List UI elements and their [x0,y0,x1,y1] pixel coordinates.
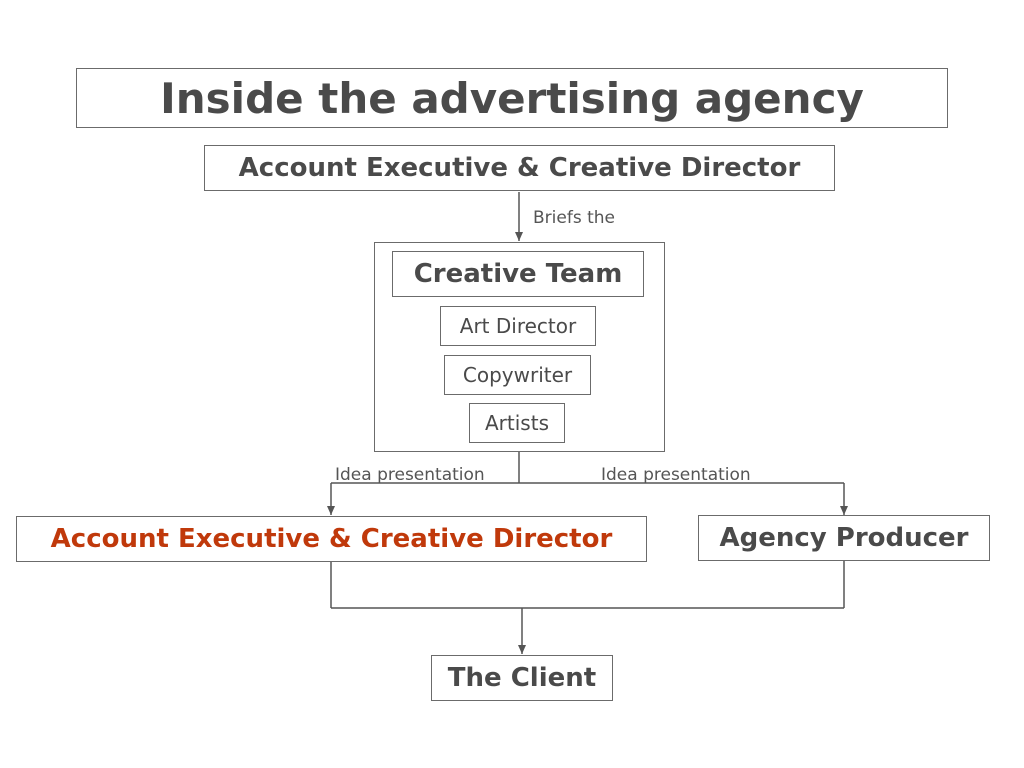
page-title: Inside the advertising agency [76,68,948,128]
edge-label-idea-right: Idea presentation [601,465,751,485]
node-artists: Artists [469,403,565,443]
node-label: Artists [485,411,549,435]
node-agency-producer: Agency Producer [698,515,990,561]
node-label: Creative Team [413,259,623,289]
page-title-text: Inside the advertising agency [160,73,864,123]
node-creative-team: Creative Team [392,251,644,297]
node-label: Agency Producer [719,523,969,553]
node-account-executive-top: Account Executive & Creative Director [204,145,835,191]
node-art-director: Art Director [440,306,596,346]
node-label: Account Executive & Creative Director [50,524,613,554]
node-copywriter: Copywriter [444,355,591,395]
node-the-client: The Client [431,655,613,701]
edge-label-briefs: Briefs the [533,208,615,228]
node-account-executive-highlight: Account Executive & Creative Director [16,516,647,562]
edge-label-idea-left: Idea presentation [335,465,485,485]
node-label: Account Executive & Creative Director [238,153,801,183]
node-label: The Client [447,663,597,693]
node-label: Copywriter [462,363,573,387]
node-label: Art Director [459,314,577,338]
